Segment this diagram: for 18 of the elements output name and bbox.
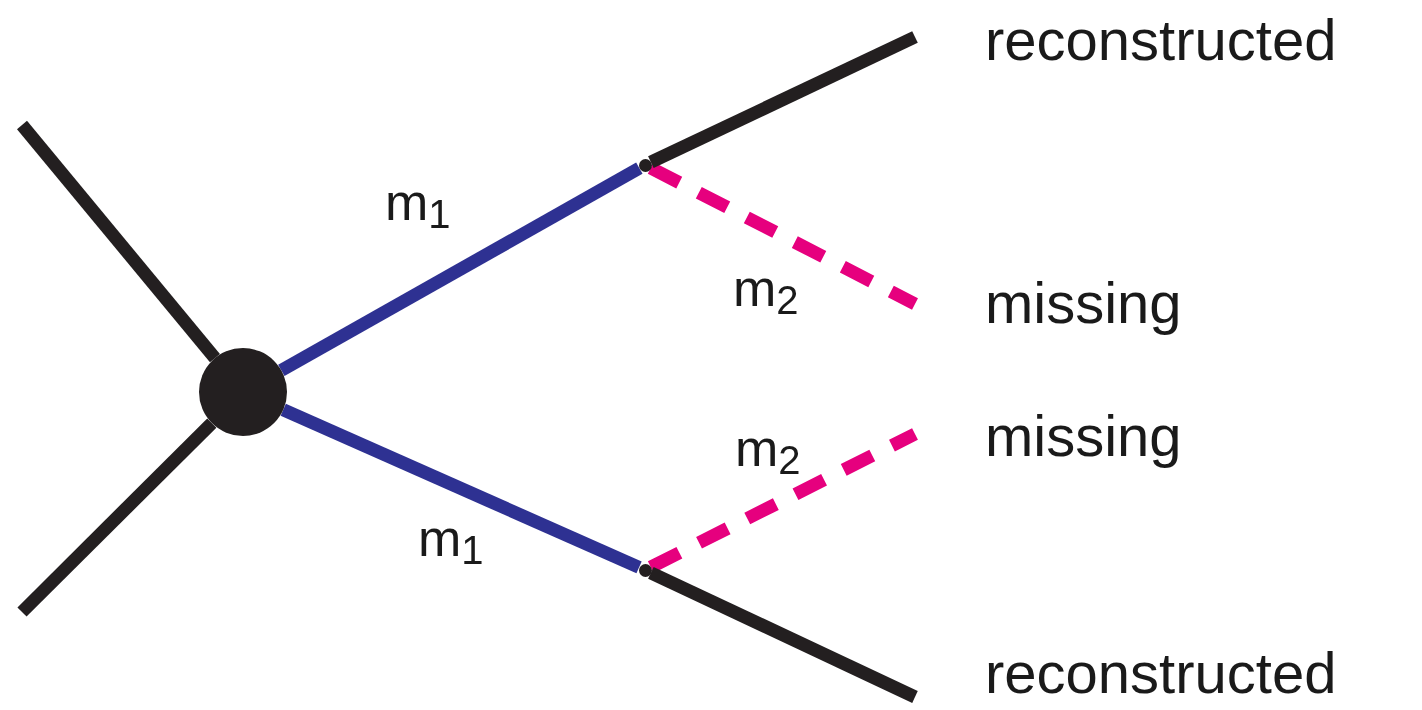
junction-dot: [638, 158, 652, 172]
particle-label: reconstructed: [985, 6, 1337, 74]
mass-label: m$_{1}$: [385, 172, 451, 238]
particle-label: missing: [985, 269, 1182, 337]
line: [648, 31, 918, 169]
line: [17, 418, 217, 617]
mass-label: m$_{2}$: [735, 418, 801, 484]
vertex-dot: [199, 348, 287, 436]
mass-label: m$_{1}$: [418, 508, 484, 574]
line: [648, 566, 918, 703]
particle-label: missing: [985, 402, 1182, 470]
dashed-line: [647, 162, 918, 310]
dashed-line: [647, 428, 918, 573]
line: [17, 120, 220, 363]
mass-label: m$_{2}$: [733, 258, 799, 324]
particle-label: reconstructed: [985, 639, 1337, 707]
line: [280, 403, 642, 574]
line: [278, 162, 643, 377]
